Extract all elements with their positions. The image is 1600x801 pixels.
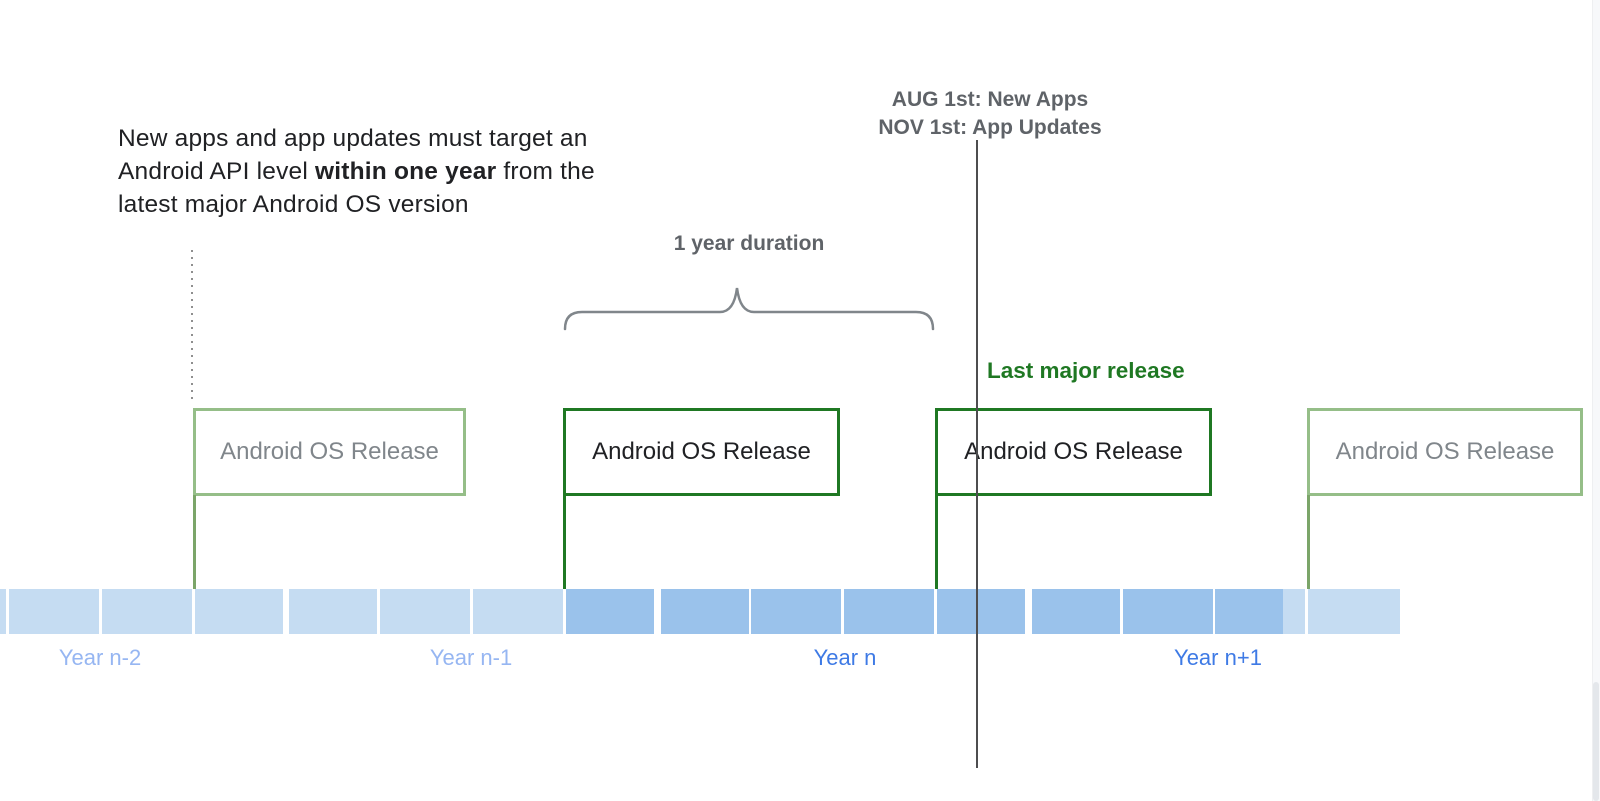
release-box-label: Android OS Release xyxy=(220,438,439,465)
android-os-release-box-last-major: Android OS Release xyxy=(935,408,1212,496)
release-box-label: Android OS Release xyxy=(592,438,811,465)
timeline-quarter-segment xyxy=(844,589,934,634)
deadline-app-updates: NOV 1st: App Updates xyxy=(878,115,1102,139)
timeline-quarter-segment xyxy=(195,589,283,634)
android-os-release-box-current: Android OS Release xyxy=(563,408,840,496)
timeline-quarter-segment xyxy=(1215,589,1283,634)
policy-line1: New apps and app updates must target an xyxy=(118,125,588,152)
timeline-quarter-segment xyxy=(1123,589,1213,634)
last-major-release-label: Last major release xyxy=(987,358,1185,383)
deadline-note: AUG 1st: New Apps NOV 1st: App Updates xyxy=(810,86,1170,141)
dotted-connector-line xyxy=(191,250,193,403)
policy-line2-bold: within one year xyxy=(315,158,497,185)
duration-brace xyxy=(563,287,935,331)
timeline-quarter-segment xyxy=(566,589,654,634)
timeline-bar xyxy=(0,589,1400,634)
year-label: Year n-1 xyxy=(429,645,513,670)
deadline-new-apps: AUG 1st: New Apps xyxy=(891,88,1089,111)
timeline-quarter-segment xyxy=(289,589,377,634)
duration-label: 1 year duration xyxy=(673,232,825,255)
release-connector-last-major xyxy=(935,495,938,589)
policy-line3: latest major Android OS version xyxy=(118,191,469,218)
year-labels-row: Year n-2 Year n-1 Year n Year n+1 xyxy=(0,645,1600,675)
year-label: Year n+1 xyxy=(1174,645,1262,670)
timeline-quarter-segment xyxy=(1032,589,1120,634)
release-connector-past xyxy=(193,495,196,589)
policy-line2-suffix: from the xyxy=(496,158,595,185)
timeline-quarter-segment xyxy=(380,589,470,634)
release-connector-future xyxy=(1307,495,1310,589)
policy-line2-prefix: Android API level xyxy=(118,158,315,185)
android-os-release-box-future: Android OS Release xyxy=(1307,408,1583,496)
timeline-quarter-segment xyxy=(473,589,563,634)
release-connector-current xyxy=(563,495,566,589)
year-label: Year n xyxy=(813,645,877,670)
year-label: Year n-2 xyxy=(58,645,142,670)
timeline-quarter-segment xyxy=(937,589,1025,634)
android-os-release-box-past: Android OS Release xyxy=(193,408,466,496)
scrollbar-thumb[interactable] xyxy=(1593,682,1599,801)
deadline-marker-line xyxy=(976,140,978,768)
timeline-quarter-segment xyxy=(751,589,841,634)
timeline-quarter-segment xyxy=(0,589,6,634)
scrollbar-track[interactable] xyxy=(1592,0,1600,801)
timeline-quarter-segment xyxy=(1308,589,1400,634)
release-box-label: Android OS Release xyxy=(964,438,1183,465)
timeline-quarter-segment xyxy=(1283,589,1305,634)
release-box-label: Android OS Release xyxy=(1335,438,1555,465)
timeline-quarter-segment xyxy=(102,589,192,634)
policy-note: New apps and app updates must target an … xyxy=(118,122,595,221)
timeline-quarter-segment xyxy=(661,589,749,634)
timeline-quarter-segment xyxy=(9,589,99,634)
